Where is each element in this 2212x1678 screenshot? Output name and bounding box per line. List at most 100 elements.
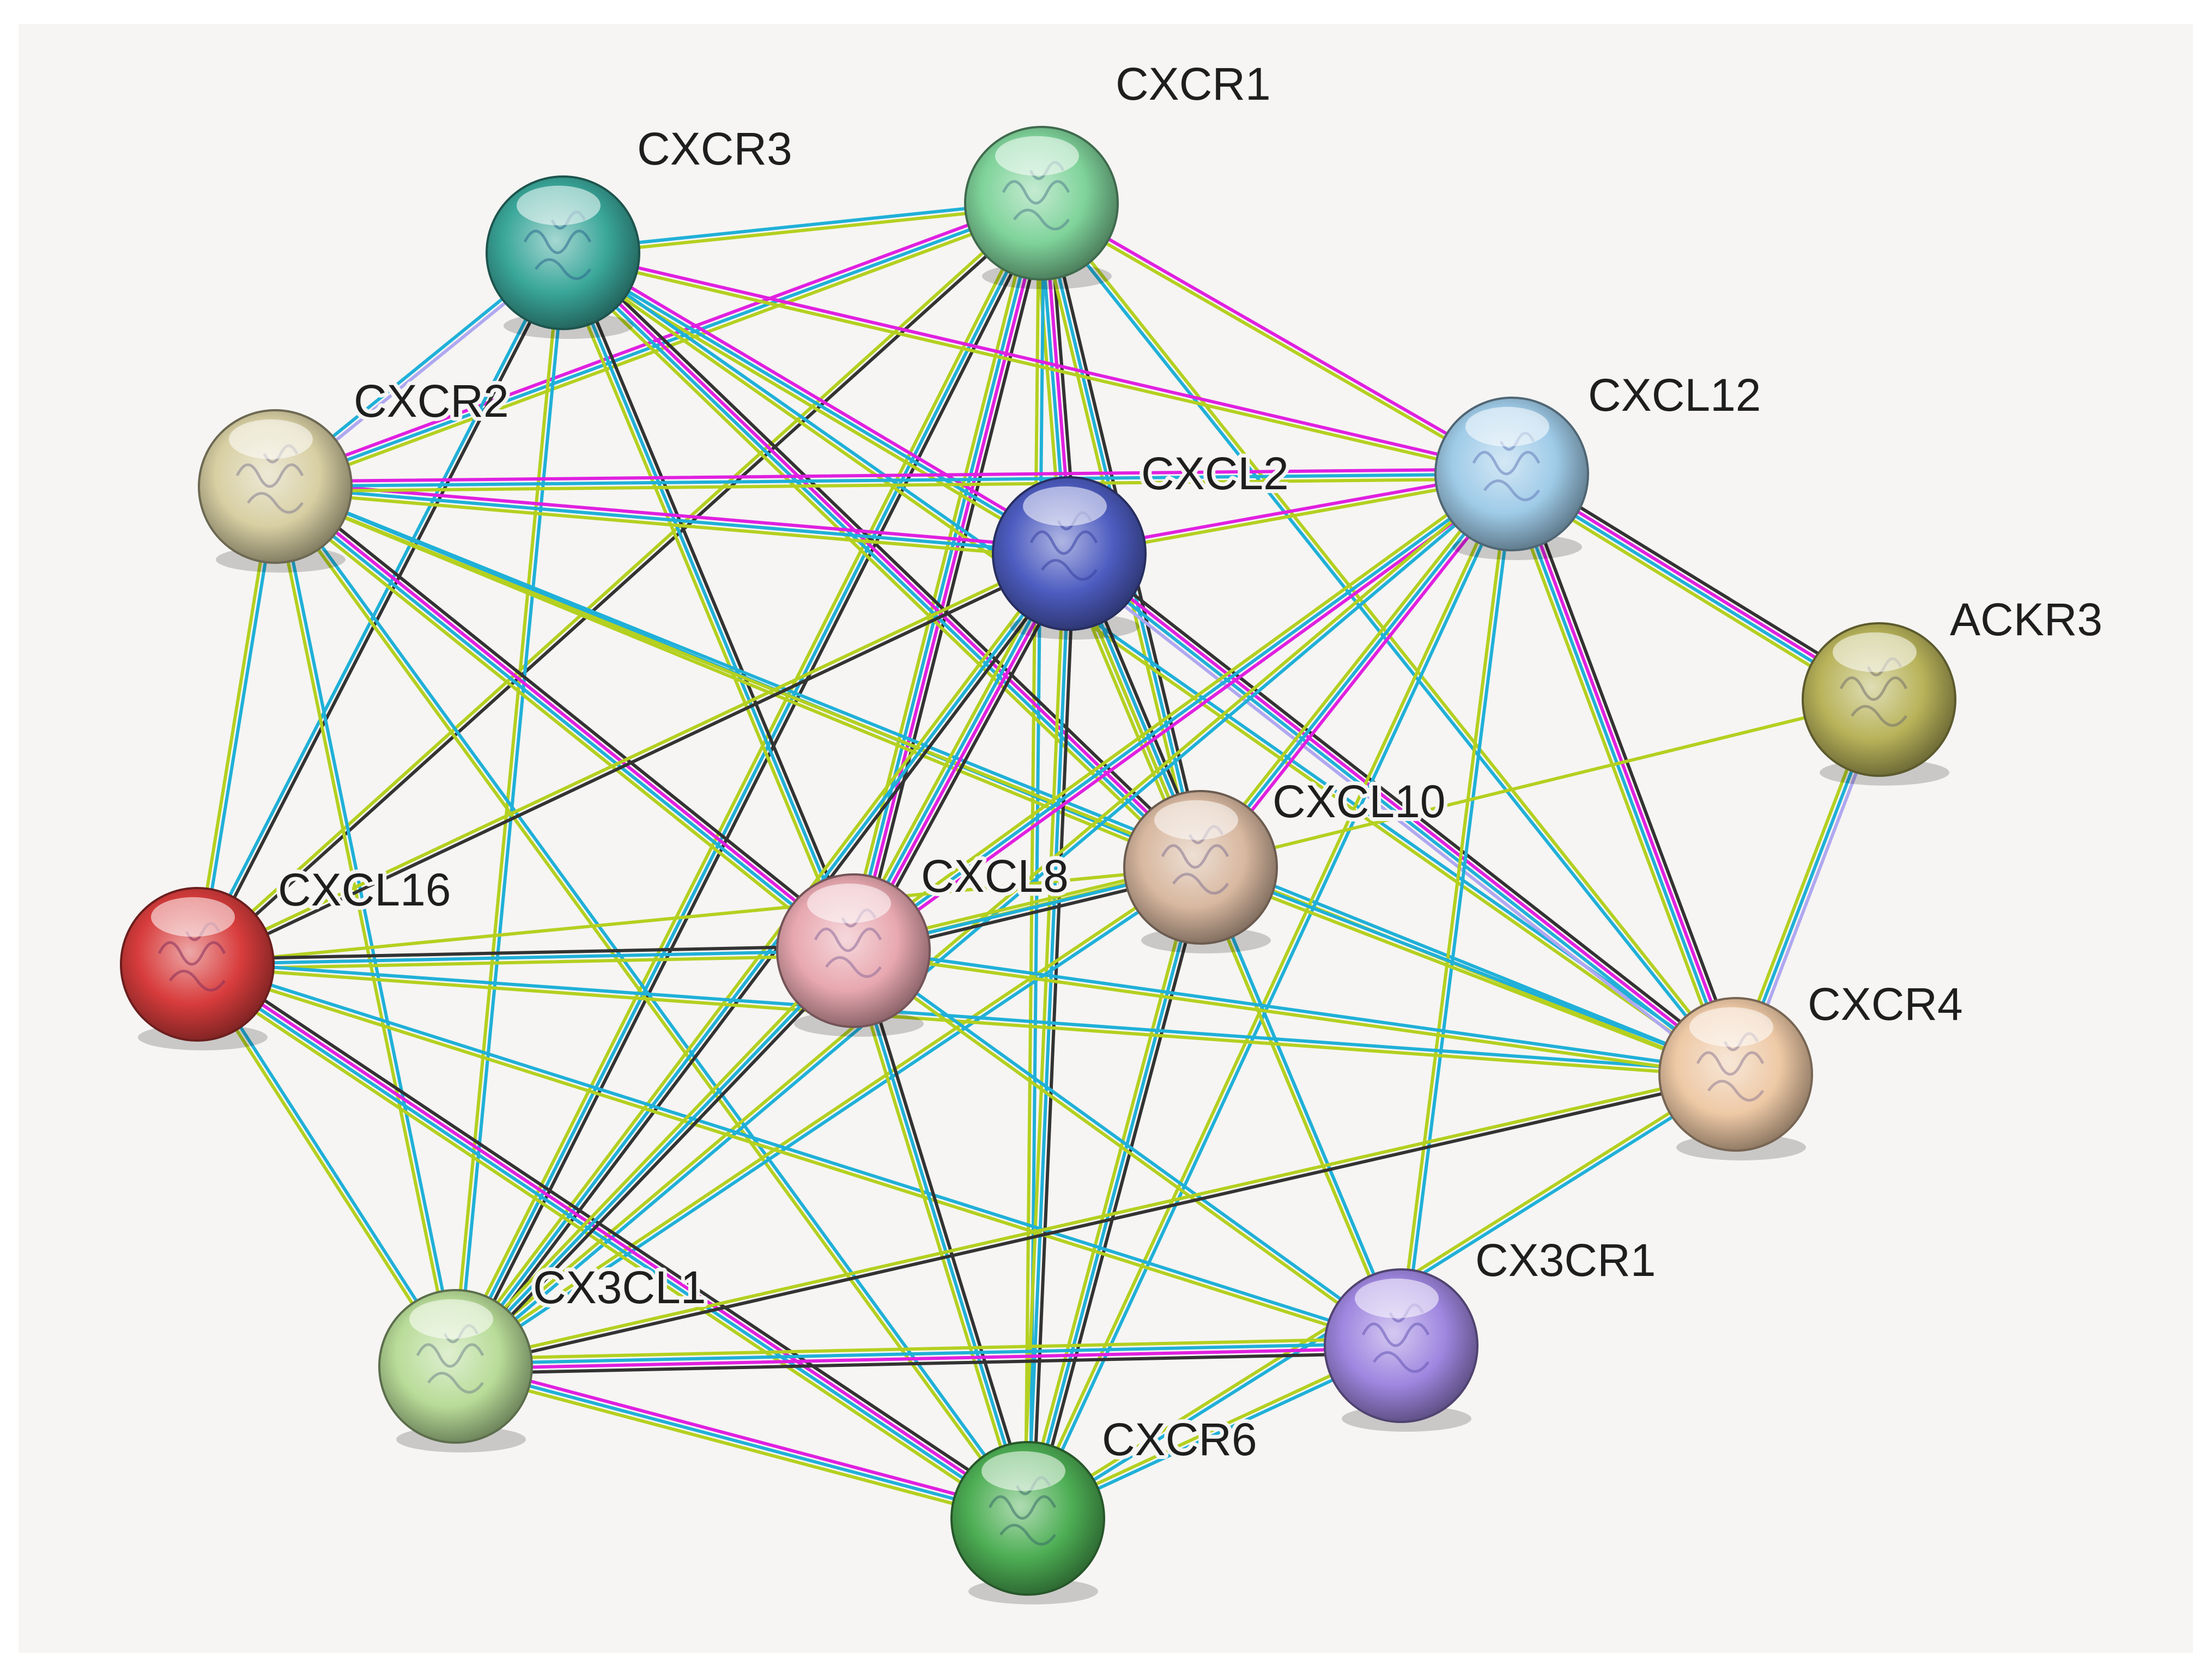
edge-cxcr4-cx3cl1[interactable] bbox=[453, 1070, 1738, 1371]
edge-line-lime bbox=[556, 256, 1197, 874]
edge-cxcl10-cx3cr1[interactable] bbox=[1196, 865, 1405, 1348]
edge-line-lavender bbox=[1063, 557, 1733, 1082]
edge-cxcl16-cx3cl1[interactable] bbox=[193, 961, 459, 1370]
edge-line-lime bbox=[1397, 472, 1511, 1347]
edge-cxcr2-cxcl12[interactable] bbox=[273, 467, 1514, 493]
edge-cxcr1-cxcr3[interactable] bbox=[561, 199, 1044, 257]
node-cxcl12[interactable] bbox=[1434, 397, 1589, 560]
edge-cxcr2-cx3cl1[interactable] bbox=[271, 484, 460, 1369]
node-cxcl2[interactable] bbox=[992, 476, 1147, 640]
edge-line-magenta bbox=[275, 483, 857, 951]
edge-cxcl12-cxcl10[interactable] bbox=[1195, 469, 1518, 872]
edge-cxcr3-cxcl12[interactable] bbox=[560, 248, 1514, 478]
node-label-cxcr1: CXCR1 bbox=[1116, 58, 1271, 110]
edge-cxcr2-cxcl2[interactable] bbox=[273, 480, 1071, 560]
edge-line-cyan bbox=[456, 251, 567, 1369]
edge-cxcl12-cx3cr1[interactable] bbox=[1397, 472, 1516, 1348]
edge-cxcl16-cxcr6[interactable] bbox=[191, 956, 1034, 1527]
edge-line-lime bbox=[195, 965, 1402, 1350]
node-highlight bbox=[1465, 406, 1549, 447]
edge-line-magenta bbox=[563, 247, 1074, 551]
edge-line-lime bbox=[453, 1070, 1737, 1366]
edge-line-cyan bbox=[561, 199, 1043, 252]
edge-line-black bbox=[1031, 867, 1207, 1522]
edge-cxcl8-cx3cr1[interactable] bbox=[850, 947, 1404, 1349]
node-cxcr3[interactable] bbox=[486, 175, 640, 339]
edge-line-magenta bbox=[274, 480, 1071, 551]
edge-cxcr2-cxcl8[interactable] bbox=[269, 479, 860, 958]
edge-cxcl8-cxcr6[interactable] bbox=[847, 947, 1034, 1522]
edge-cxcl12-cxcr4[interactable] bbox=[1503, 470, 1744, 1079]
node-cx3cr1[interactable] bbox=[1324, 1268, 1478, 1432]
edge-line-lime bbox=[851, 951, 1737, 1079]
edge-cxcl8-cxcr4[interactable] bbox=[851, 946, 1738, 1079]
edge-line-cyan bbox=[1199, 472, 1513, 869]
edge-line-lime bbox=[1196, 866, 1401, 1348]
edge-cxcr2-cxcl16[interactable] bbox=[193, 484, 280, 966]
edge-line-lime bbox=[193, 964, 456, 1370]
edge-line-black bbox=[859, 203, 1051, 954]
edge-cxcl8-cx3cl1[interactable] bbox=[450, 945, 859, 1372]
edge-cxcl16-cxcr4[interactable] bbox=[195, 960, 1738, 1079]
node-highlight bbox=[995, 136, 1079, 176]
edge-line-black bbox=[1072, 546, 1742, 1071]
edge-line-black bbox=[566, 249, 860, 951]
node-ackr3[interactable] bbox=[1802, 622, 1956, 786]
edge-cxcr3-cxcl10[interactable] bbox=[556, 246, 1208, 874]
edge-cxcl16-cxcl8[interactable] bbox=[195, 944, 856, 971]
node-cxcr2[interactable] bbox=[198, 409, 353, 573]
edge-line-lime bbox=[850, 951, 1402, 1349]
edge-line-cyan bbox=[453, 1341, 1403, 1366]
edge-line-cyan bbox=[455, 474, 1515, 1370]
edge-cxcl10-cxcr4[interactable] bbox=[1198, 863, 1738, 1079]
node-cxcl10[interactable] bbox=[1123, 790, 1278, 953]
edge-cxcr1-cxcl8[interactable] bbox=[844, 199, 1051, 954]
edge-cxcl10-cxcr6[interactable] bbox=[1021, 864, 1207, 1522]
edge-cxcr1-cxcr2[interactable] bbox=[271, 197, 1045, 493]
edge-line-black bbox=[198, 252, 567, 968]
edge-cxcl10-cxcl16[interactable] bbox=[196, 866, 1202, 966]
edge-cxcr3-cxcr4[interactable] bbox=[560, 249, 1739, 1078]
edge-line-cyan bbox=[559, 253, 1201, 871]
edge-line-cyan bbox=[852, 949, 1029, 1520]
edge-line-lime bbox=[1195, 469, 1510, 866]
edge-line-black bbox=[856, 947, 1034, 1519]
edge-cx3cr1-cx3cl1[interactable] bbox=[453, 1336, 1403, 1376]
edge-line-black bbox=[566, 246, 1208, 864]
edge-cxcl12-cxcl8[interactable] bbox=[849, 468, 1517, 957]
edge-line-magenta bbox=[563, 249, 1204, 867]
edge-cxcl2-cx3cl1[interactable] bbox=[450, 549, 1075, 1371]
edge-line-cyan bbox=[196, 960, 1404, 1345]
node-cxcr4[interactable] bbox=[1658, 997, 1813, 1160]
node-cxcr6[interactable] bbox=[950, 1441, 1105, 1604]
edge-line-magenta bbox=[197, 960, 1031, 1518]
edge-cxcr1-cxcl12[interactable] bbox=[1038, 199, 1515, 478]
edge-cxcr1-cx3cl1[interactable] bbox=[449, 199, 1048, 1371]
node-cxcr1[interactable] bbox=[964, 126, 1119, 289]
edge-line-lime bbox=[560, 253, 1513, 478]
edge-line-lime bbox=[271, 485, 455, 1369]
edge-line-cyan bbox=[272, 487, 854, 954]
edge-line-cyan bbox=[562, 249, 1739, 1074]
edge-cxcl2-cxcl16[interactable] bbox=[195, 549, 1072, 969]
edge-line-cyan bbox=[274, 472, 1513, 488]
edge-line-cyan bbox=[274, 485, 1071, 555]
edge-cx3cl1-cxcr6[interactable] bbox=[452, 1360, 1031, 1525]
edge-line-lime bbox=[560, 253, 1736, 1078]
node-cxcl16[interactable] bbox=[120, 887, 275, 1050]
node-label-cxcl10: CXCL10 bbox=[1272, 776, 1446, 827]
node-label-cx3cr1: CX3CR1 bbox=[1475, 1235, 1656, 1286]
node-cx3cl1[interactable] bbox=[378, 1289, 533, 1452]
node-label-ackr3: ACKR3 bbox=[1950, 594, 2102, 645]
edge-cxcr3-cxcl8[interactable] bbox=[556, 249, 860, 954]
edge-cxcr3-cxcl16[interactable] bbox=[193, 250, 567, 968]
edge-cxcl10-cx3cl1[interactable] bbox=[452, 864, 1204, 1370]
edge-line-lime bbox=[1198, 868, 1737, 1079]
edge-line-magenta bbox=[1203, 475, 1518, 872]
edge-cxcl16-cx3cr1[interactable] bbox=[195, 960, 1404, 1350]
node-cxcl8[interactable] bbox=[776, 873, 931, 1037]
edge-line-cyan bbox=[197, 961, 459, 1367]
edge-line-cyan bbox=[274, 482, 1738, 1074]
edge-line-black bbox=[278, 479, 860, 947]
